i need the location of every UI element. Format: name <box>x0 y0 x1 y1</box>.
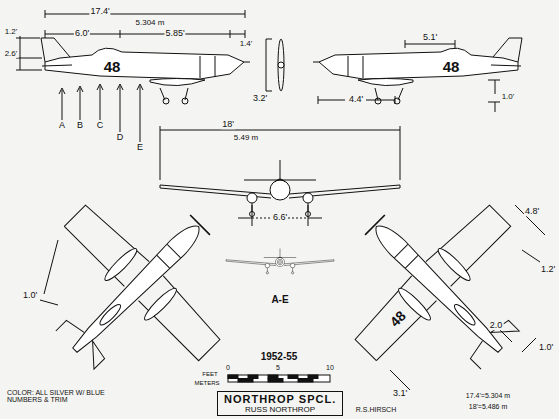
dimension-label: 17.4'=5.304 m <box>465 392 511 399</box>
dimension-label: 1952-55 <box>260 352 299 363</box>
dimension-label: 1.2' <box>4 28 19 36</box>
dimension-label: E <box>136 143 144 152</box>
dimension-label: A <box>58 121 66 130</box>
dimension-label: D <box>116 133 125 142</box>
dimension-label: 5.1' <box>422 33 438 42</box>
dimension-label: 18' <box>221 120 235 129</box>
dimension-label: 0 <box>225 364 231 371</box>
title-block: NORTHROP SPCL.RUSS NORTHROP <box>217 391 343 416</box>
dimension-label: 17.4' <box>89 7 110 16</box>
dimension-label: 1.2' <box>540 265 556 274</box>
dimension-label: 3.1' <box>392 389 408 398</box>
dimension-label: 1.0' <box>538 343 554 352</box>
dimension-label: 4.4' <box>348 95 364 104</box>
dimension-label: 18'=5.486 m <box>468 403 509 410</box>
dimension-label: 5.304 m <box>135 19 166 27</box>
dimension-label: 6.0' <box>74 29 90 38</box>
dimension-label: 4.8' <box>524 207 540 216</box>
race-number: 48 <box>443 59 460 75</box>
dimension-label: B <box>76 121 84 130</box>
dimension-label: 5.49 m <box>233 134 259 142</box>
dimension-label: 1.0' <box>22 291 38 300</box>
dimension-label: 5 <box>275 364 281 371</box>
title-text: NORTHROP SPCL. <box>224 393 336 405</box>
dimension-label: METERS <box>193 380 220 386</box>
dimension-label: 2.0 <box>489 321 504 330</box>
dimension-label: 6.6' <box>272 213 288 222</box>
race-number: 48 <box>104 59 121 75</box>
dimension-label: 1.0' <box>501 93 516 101</box>
dimension-label: 10 <box>325 364 335 371</box>
dimension-label: C <box>96 121 105 130</box>
dimension-label: FEET <box>201 371 218 377</box>
dimension-label: R.S.HIRSCH <box>355 406 397 413</box>
race-number: 48 <box>387 308 408 329</box>
dimension-label: 1.4' <box>239 40 254 48</box>
dimension-label: 3.2' <box>252 94 268 103</box>
dimension-label: COLOR: ALL SILVER W/ BLUE NUMBERS & TRIM <box>6 389 126 404</box>
dimension-label: 2.6' <box>4 50 19 58</box>
dimension-label: A-E <box>270 295 289 306</box>
designer-text: RUSS NORTHROP <box>224 405 336 414</box>
dimension-label: 5.85' <box>164 29 185 38</box>
